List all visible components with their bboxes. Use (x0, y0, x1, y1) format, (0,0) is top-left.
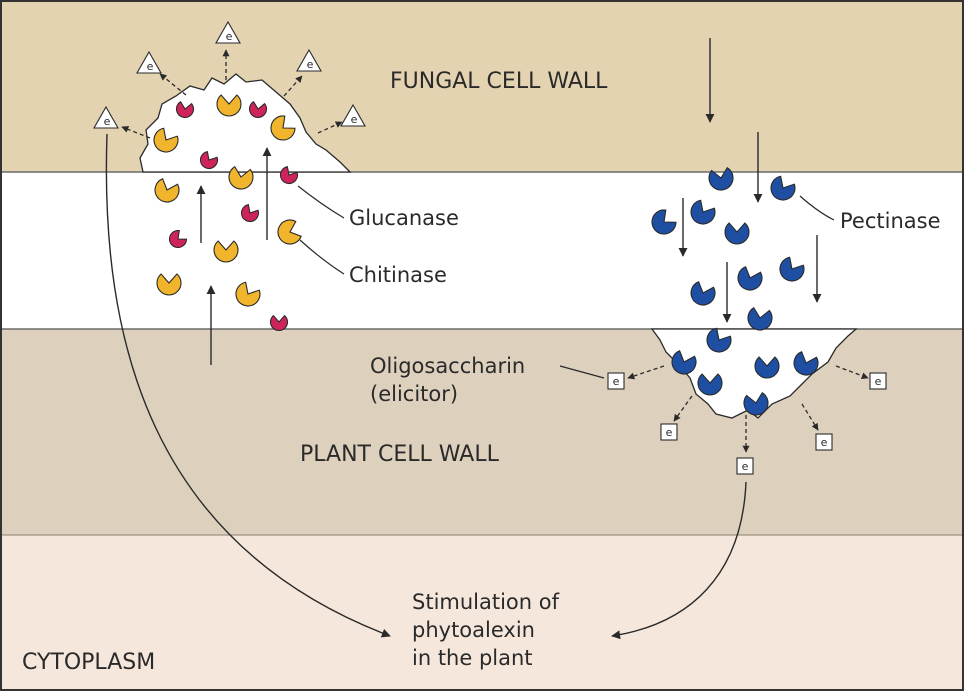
signal-arrow-from-plant-elicitor (611, 481, 747, 640)
pectinase-molecule (737, 266, 763, 291)
plant-cell-wall-label: PLANT CELL WALL (300, 442, 500, 467)
fungal-wall-erosion (139, 73, 352, 173)
dashed-release-arrow (835, 365, 869, 380)
glucanase-molecule (249, 100, 268, 119)
pectinase-molecule (690, 199, 716, 225)
pectinase-molecule (708, 166, 734, 191)
plant-release-arrows (627, 365, 869, 453)
glucanase-leader (297, 185, 345, 219)
pectinase-molecule (779, 256, 805, 282)
pectinase-molecule (754, 356, 780, 379)
dashed-release-arrow (627, 365, 665, 380)
dashed-release-arrow (673, 395, 693, 422)
plant-elicitor-box (869, 372, 887, 390)
dashed-release-arrow (801, 403, 819, 431)
outcome-line-3: in the plant (412, 646, 533, 670)
plant-elicitor-box (660, 423, 678, 441)
oligosaccharin-leader (559, 365, 605, 379)
chitinase-molecule (156, 273, 182, 296)
glucanase-molecule (199, 151, 219, 170)
chitinase-molecule (235, 281, 261, 307)
fungal-elicitor-triangle (136, 50, 162, 74)
pectinase-label: Pectinase (840, 209, 941, 233)
elicitor-label: (elicitor) (370, 382, 458, 406)
pectinase-molecule (690, 281, 716, 306)
plant-elicitor-box (815, 433, 833, 451)
pectinase-molecule (770, 175, 796, 201)
enzyme-molecules (153, 94, 819, 416)
glucanase-molecule (269, 314, 289, 331)
oligosaccharin-label: Oligosaccharin (370, 354, 525, 378)
glucanase-molecule (176, 100, 195, 119)
pectinase-molecule (743, 391, 769, 416)
elicitor-symbol: e (742, 460, 749, 473)
chitinase-molecule (216, 94, 242, 117)
fungal-release-arrows (121, 49, 343, 139)
fungal-cell-wall-label: FUNGAL CELL WALL (390, 69, 608, 94)
fungal-elicitor-triangle (340, 103, 366, 127)
elicitor-symbol: e (104, 115, 111, 128)
glucanase-label: Glucanase (349, 206, 459, 230)
plant-elicitor-box (736, 457, 754, 475)
pectinase-leader (799, 195, 835, 221)
chitinase-molecule (213, 240, 239, 263)
chitinase-molecule (270, 115, 296, 141)
cytoplasm-label: CYTOPLASM (22, 650, 155, 675)
chitinase-molecule (154, 178, 180, 203)
glucanase-molecule (240, 204, 260, 223)
outcome-line-2: phytoalexin (412, 618, 535, 642)
chitinase-label: Chitinase (349, 263, 447, 287)
chitinase-molecule (153, 127, 179, 153)
elicitor-molecules: e e e e e e e e e e (93, 20, 887, 475)
elicitor-symbol: e (226, 30, 233, 43)
pectinase-molecule (671, 350, 697, 375)
chitinase-leader (299, 239, 345, 275)
elicitor-symbol: e (875, 375, 882, 388)
glucanase-molecule (279, 166, 299, 185)
fungal-elicitor-triangle (215, 20, 241, 44)
pectinase-molecule (651, 209, 677, 235)
chitinase-molecule (228, 165, 254, 190)
elicitor-symbol: e (147, 60, 154, 73)
dashed-release-arrow (317, 121, 343, 134)
pectinase-molecule (747, 306, 773, 331)
plant-elicitor-box (607, 372, 625, 390)
elicitor-symbol: e (613, 375, 620, 388)
elicitor-symbol: e (307, 58, 314, 71)
chitinase-molecule (277, 219, 302, 245)
pectinase-molecule (793, 351, 819, 376)
dashed-release-arrow (121, 126, 151, 139)
dashed-release-arrow (283, 75, 303, 97)
fungal-elicitor-triangle (93, 105, 119, 129)
elicitor-symbol: e (666, 426, 673, 439)
fungal-elicitor-triangle (296, 48, 322, 72)
cytoplasm-band (0, 535, 964, 691)
intercellular-space-band (0, 172, 964, 329)
elicitor-symbol: e (821, 436, 828, 449)
signal-arrow-from-fungal-elicitor (105, 133, 391, 638)
pectinase-molecule (724, 222, 750, 245)
glucanase-molecule (168, 230, 188, 248)
outcome-line-1: Stimulation of (412, 590, 560, 614)
elicitor-symbol: e (351, 113, 358, 126)
pectinase-molecule (697, 373, 723, 396)
dashed-release-arrow (159, 73, 187, 96)
pectinase-molecule (706, 327, 732, 353)
